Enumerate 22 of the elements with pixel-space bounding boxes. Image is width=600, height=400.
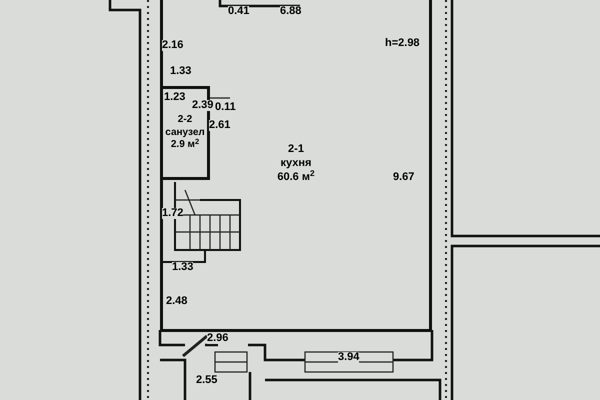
room-number: 2-1 — [288, 143, 304, 158]
dimension-label: 3.94 — [338, 352, 360, 363]
dimension-label: 2.16 — [162, 40, 184, 51]
room-number: 2-2 — [178, 114, 192, 127]
dimension-label: 9.67 — [393, 172, 414, 183]
dimension-label: 1.33 — [172, 262, 194, 273]
dimension-label: 0.41 — [228, 6, 250, 17]
dimension-label: 0.11 — [215, 102, 236, 113]
room-label: 60.6 м$^{2}$ — [277, 170, 315, 185]
dimension-label: h=2.98 — [385, 38, 420, 49]
dimension-label: 2.96 — [207, 333, 228, 344]
dimension-label: 1.72 — [162, 208, 184, 219]
dimension-label: 1.33 — [170, 66, 192, 77]
room-label: кухня — [280, 157, 312, 170]
dimension-label: 2.48 — [166, 296, 188, 307]
dimension-label: 1.23 — [164, 92, 186, 103]
dimension-label: 6.88 — [280, 6, 302, 17]
dimension-label: 2.55 — [196, 375, 218, 386]
dimension-label: 2.39 — [192, 100, 214, 111]
room-label: санузел — [165, 126, 205, 138]
room-label: 2.9 м$^{2}$ — [170, 139, 200, 152]
dimension-label: 2.61 — [209, 120, 230, 131]
